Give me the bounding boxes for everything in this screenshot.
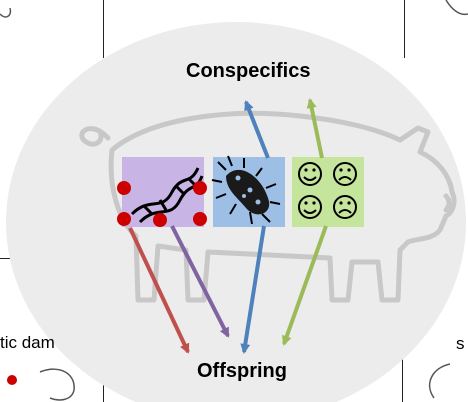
label-fragment-left: tic dam bbox=[0, 333, 55, 353]
marker-dot-left-fragment bbox=[7, 375, 17, 385]
label-fragment-right: s bbox=[456, 334, 465, 354]
bacteria-icon bbox=[212, 156, 285, 227]
label-offspring: Offspring bbox=[197, 360, 287, 383]
label-conspecifics: Conspecifics bbox=[186, 60, 310, 83]
pig-fragment-left-icon bbox=[40, 369, 74, 400]
pig-fragment-right-icon bbox=[430, 364, 450, 398]
dna-icon bbox=[117, 157, 207, 227]
smiley-faces-icon bbox=[292, 157, 364, 227]
pig-fragment-top-left-icon bbox=[0, 8, 10, 17]
pig-fragment-top-right-icon bbox=[446, 0, 468, 14]
